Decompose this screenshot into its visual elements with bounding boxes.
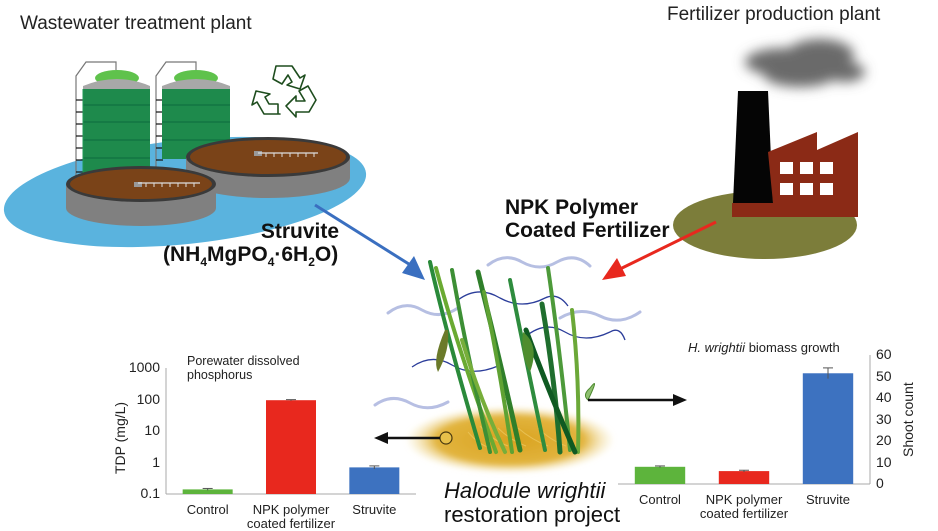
formula-subscript: 4 (200, 255, 208, 270)
y-tick-label: 0.1 (140, 485, 160, 501)
formula-subscript: 4 (267, 255, 275, 270)
y-tick-label: 60 (876, 346, 892, 362)
x-category-label: Struvite (768, 493, 888, 507)
npk-arrow (602, 220, 717, 280)
x-category-line: Struvite (805, 492, 851, 507)
npk-label: NPK Polymer Coated Fertilizer (505, 196, 670, 242)
x-category-line: Control (186, 502, 229, 517)
y-tick-label: 0 (876, 475, 884, 491)
biomass-chart-title: H. wrightii biomass growth (688, 341, 840, 355)
recycle-icon (251, 65, 317, 118)
porewater-connector-arrow (374, 431, 453, 445)
tdp-chart-title-line2: phosphorus (187, 368, 253, 382)
bar-control (634, 466, 686, 484)
struvite-formula: (NH4MgPO4·6H2O) (163, 243, 338, 274)
formula-part: (NH (163, 243, 201, 266)
x-category-line: coated fertilizer (246, 516, 336, 531)
npk-label-line2: Coated Fertilizer (505, 219, 670, 242)
project-label: restoration project (444, 502, 621, 527)
tdp-chart-title: Porewater dissolved phosphorus (187, 354, 300, 382)
clarifier-basin-icon (66, 166, 216, 226)
bar-struvite (349, 467, 400, 494)
x-category-line: NPK polymer (705, 492, 783, 507)
species-name: Halodule wrightii (444, 478, 606, 503)
x-category-line: Struvite (352, 502, 397, 517)
shoot-count-chart (618, 355, 871, 485)
x-category-line: Control (639, 492, 681, 507)
bar-npk-polymer-coated-fertilizer (266, 400, 316, 494)
y-tick-label: 40 (876, 389, 892, 405)
y-tick-label: 50 (876, 367, 892, 384)
smoke-cloud (745, 39, 865, 87)
y-tick-label: 10 (876, 453, 892, 470)
clarifier-basin-icon (186, 137, 350, 198)
struvite-label: Struvite (260, 220, 339, 243)
y-tick-label: 20 (876, 432, 892, 448)
seagrass-icon (373, 256, 642, 474)
tdp-chart (165, 368, 416, 495)
fertilizer-plant-title: Fertilizer production plant (667, 4, 881, 25)
y-tick-label: 1000 (128, 359, 160, 375)
formula-part: ·6H (274, 243, 309, 266)
y-tick-label: 10 (144, 422, 160, 438)
y-tick-label: 100 (136, 390, 160, 407)
formula-part: MgPO (207, 243, 268, 266)
wastewater-plant-title: Wastewater treatment plant (20, 13, 252, 34)
shoot-count-axis-label: Shoot count (900, 382, 916, 457)
species-label: Halodule wrightii restoration project (444, 479, 620, 527)
biomass-chart-title-species: H. wrightii (688, 340, 746, 355)
bar-npk-polymer-coated-fertilizer (718, 471, 770, 484)
wastewater-plant-illustration (3, 61, 367, 248)
digester-tank-icon (155, 61, 230, 185)
tdp-chart-title-line1: Porewater dissolved (187, 354, 300, 368)
npk-label-line1: NPK Polymer (505, 196, 639, 219)
x-category-label: Struvite (314, 503, 434, 517)
bar-control (182, 489, 233, 494)
x-category-label: Control (148, 503, 268, 517)
x-category-label: Control (600, 493, 720, 507)
struvite-arrow (314, 203, 425, 280)
y-tick-label: 1 (152, 453, 160, 470)
x-category-line: coated fertilizer (699, 506, 789, 521)
formula-part: O) (314, 243, 339, 266)
formula-subscript: 2 (308, 255, 315, 270)
factory-icon (673, 39, 865, 259)
y-tick-label: 30 (876, 410, 892, 427)
biomass-connector-arrow (588, 394, 687, 406)
bar-struvite (802, 373, 854, 484)
biomass-chart-title-rest: biomass growth (745, 340, 840, 355)
x-category-line: NPK polymer (252, 502, 330, 517)
